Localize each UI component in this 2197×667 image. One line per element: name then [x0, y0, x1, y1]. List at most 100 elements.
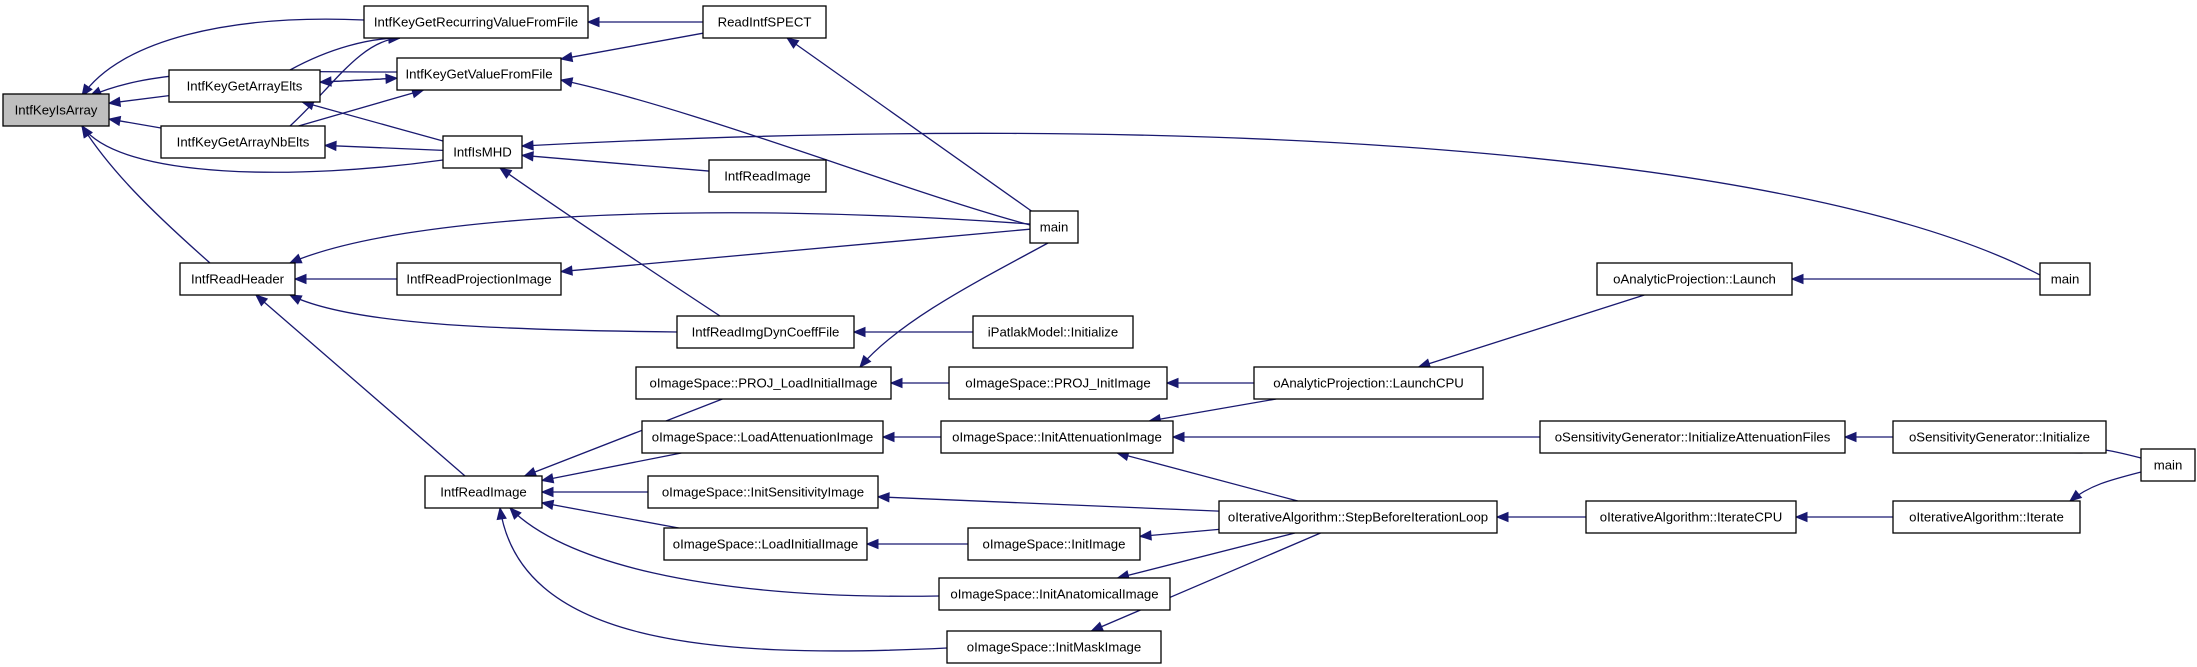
edge-n16-to-n15	[889, 377, 949, 389]
node-readintfspect[interactable]: ReadIntfSPECT	[702, 5, 827, 39]
node-oimagespace-initmaskimage[interactable]: oImageSpace::InitMaskImage	[946, 630, 1162, 664]
node-label: oImageSpace::InitImage	[983, 537, 1126, 552]
edge-line	[319, 77, 398, 83]
node-oiterativealgorithm-iterate[interactable]: oIterativeAlgorithm::Iterate	[1892, 500, 2081, 534]
node-box[interactable]	[647, 475, 879, 509]
node-box[interactable]	[2, 93, 110, 127]
node-label: oAnalyticProjection::Launch	[1613, 272, 1776, 287]
edge-line	[524, 398, 723, 477]
edge-arrowhead	[520, 140, 534, 151]
node-box[interactable]	[940, 420, 1174, 454]
node-label: IntfKeyIsArray	[15, 103, 98, 118]
node-box[interactable]	[1029, 210, 1079, 244]
node-intfreadimage[interactable]: IntfReadImage	[424, 475, 543, 509]
node-box[interactable]	[1539, 420, 1846, 454]
node-intfkeygetarrayelts[interactable]: IntfKeyGetArrayElts	[168, 69, 321, 103]
edge-arrowhead	[496, 506, 507, 521]
node-label: oAnalyticProjection::LaunchCPU	[1273, 376, 1464, 391]
node-intfreadimgdyncoefffile[interactable]: IntfReadImgDynCoeffFile	[676, 315, 855, 349]
node-intfreadheader[interactable]: IntfReadHeader	[179, 262, 296, 296]
node-label: IntfReadImage	[724, 169, 811, 184]
node-oanalyticprojection-launchcpu[interactable]: oAnalyticProjection::LaunchCPU	[1253, 366, 1484, 400]
node-osensitivitygenerator-initialize[interactable]: oSensitivityGenerator::Initialize	[1892, 420, 2107, 454]
node-label: main	[1040, 220, 1069, 235]
node-intfkeyisarray[interactable]: IntfKeyIsArray	[2, 93, 110, 127]
node-box[interactable]	[1253, 366, 1484, 400]
edge-n14-to-n13	[1790, 273, 2040, 285]
node-oimagespace-loadattenuationimage[interactable]: oImageSpace::LoadAttenuationImage	[641, 420, 884, 454]
node-box[interactable]	[1892, 500, 2081, 534]
node-box[interactable]	[442, 135, 523, 169]
node-box[interactable]	[168, 69, 321, 103]
node-box[interactable]	[396, 57, 562, 91]
node-box[interactable]	[946, 630, 1162, 664]
node-oimagespace-initanatomicalimage[interactable]: oImageSpace::InitAnatomicalImage	[938, 577, 1171, 611]
node-oimagespace-initattenuationimage[interactable]: oImageSpace::InitAttenuationImage	[940, 420, 1174, 454]
edge-arrowhead	[2068, 489, 2083, 502]
edge-arrowhead	[1794, 511, 1808, 523]
edge-n11-to-n6	[498, 167, 721, 317]
node-oimagespace-proj-initimage[interactable]: oImageSpace::PROJ_InitImage	[948, 366, 1168, 400]
edge-line	[560, 79, 1031, 226]
edge-line	[560, 228, 1031, 273]
edge-arrowhead	[852, 326, 866, 338]
node-label: IntfKeyGetArrayNbElts	[177, 135, 310, 150]
node-osensitivitygenerator-initializeattenuationfiles[interactable]: oSensitivityGenerator::InitializeAttenua…	[1539, 420, 1846, 454]
node-oimagespace-proj-loadinitialimage[interactable]: oImageSpace::PROJ_LoadInitialImage	[635, 366, 892, 400]
node-box[interactable]	[396, 262, 562, 296]
node-main[interactable]: main	[1029, 210, 1079, 244]
edge-n6-to-n5	[323, 140, 444, 152]
node-oiterativealgorithm-iteratecpu[interactable]: oIterativeAlgorithm::IterateCPU	[1585, 500, 1797, 534]
node-main[interactable]: main	[2140, 448, 2196, 482]
edge-arrowhead	[318, 76, 332, 87]
node-box[interactable]	[2140, 448, 2196, 482]
edge-arrowhead	[498, 167, 513, 179]
edge-n18-to-n23	[540, 452, 682, 484]
node-oimagespace-initsensitivityimage[interactable]: oImageSpace::InitSensitivityImage	[647, 475, 879, 509]
edge-arrowhead	[540, 486, 554, 498]
node-intfreadprojectionimage[interactable]: IntfReadProjectionImage	[396, 262, 562, 296]
node-box[interactable]	[635, 366, 892, 400]
node-box[interactable]	[938, 577, 1171, 611]
node-oimagespace-loadinitialimage[interactable]: oImageSpace::LoadInitialImage	[663, 527, 868, 561]
node-box[interactable]	[1596, 262, 1793, 296]
edge-line	[1091, 532, 1321, 632]
node-oanalyticprojection-launch[interactable]: oAnalyticProjection::Launch	[1596, 262, 1793, 296]
node-box[interactable]	[1585, 500, 1797, 534]
edge-n8-to-n15	[859, 242, 1049, 369]
node-box[interactable]	[160, 125, 326, 159]
node-box[interactable]	[641, 420, 884, 454]
node-intfkeygetrecurringvaluefromfile[interactable]: IntfKeyGetRecurringValueFromFile	[363, 5, 589, 39]
node-label: oImageSpace::InitSensitivityImage	[662, 485, 864, 500]
edge-arrowhead	[520, 151, 534, 162]
edge-arrowhead	[559, 51, 574, 63]
node-main[interactable]: main	[2039, 262, 2091, 296]
node-box[interactable]	[1892, 420, 2107, 454]
edge-arrowhead	[786, 37, 800, 49]
node-intfreadimage[interactable]: IntfReadImage	[708, 159, 827, 193]
node-box[interactable]	[676, 315, 855, 349]
node-oimagespace-initimage[interactable]: oImageSpace::InitImage	[967, 527, 1141, 561]
edge-arrowhead	[1495, 511, 1509, 523]
node-oiterativealgorithm-stepbeforeiterationloop[interactable]: oIterativeAlgorithm::StepBeforeIteration…	[1218, 500, 1498, 534]
node-box[interactable]	[948, 366, 1168, 400]
node-box[interactable]	[2039, 262, 2091, 296]
node-box[interactable]	[967, 527, 1141, 561]
edge-n9-to-n0	[81, 124, 211, 264]
node-box[interactable]	[363, 5, 589, 39]
node-label: IntfReadHeader	[191, 272, 285, 287]
node-box[interactable]	[1218, 500, 1498, 534]
node-box[interactable]	[708, 159, 827, 193]
node-intfkeygetvaluefromfile[interactable]: IntfKeyGetValueFromFile	[396, 57, 562, 91]
node-box[interactable]	[424, 475, 543, 509]
node-box[interactable]	[702, 5, 827, 39]
node-intfkeygetarraynbelts[interactable]: IntfKeyGetArrayNbElts	[160, 125, 326, 159]
edge-n17-to-n19	[1147, 398, 1277, 425]
edge-arrowhead	[81, 124, 93, 139]
node-box[interactable]	[972, 315, 1134, 349]
node-box[interactable]	[179, 262, 296, 296]
node-intfismhd[interactable]: IntfIsMHD	[442, 135, 523, 169]
edge-line	[1418, 294, 1645, 368]
node-ipatlakmodel-initialize[interactable]: iPatlakModel::Initialize	[972, 315, 1134, 349]
node-box[interactable]	[663, 527, 868, 561]
